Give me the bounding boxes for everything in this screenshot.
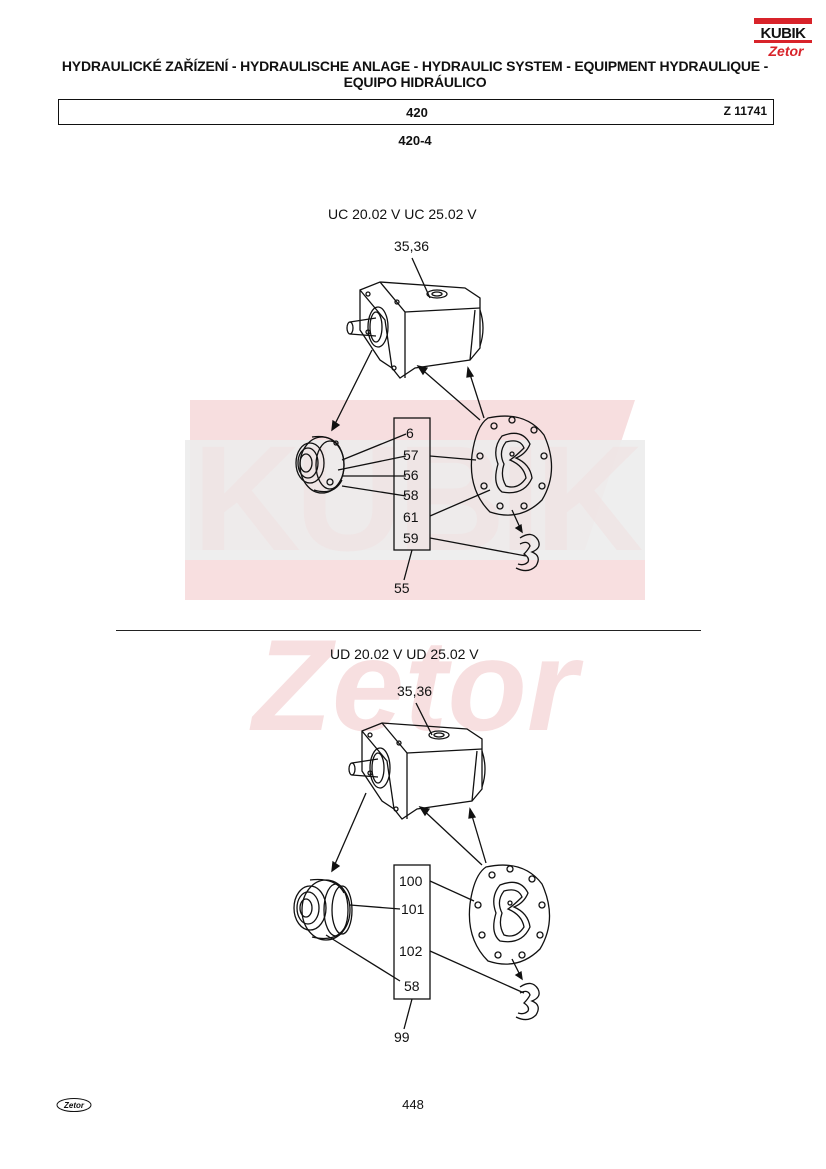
bottom-arrow-to-pump-1 bbox=[419, 806, 483, 866]
bottom-leader-101 bbox=[349, 904, 401, 910]
top-callout-56: 56 bbox=[403, 467, 419, 483]
bottom-model-title: UD 20.02 V UD 25.02 V bbox=[330, 646, 479, 662]
top-arrow-to-pump-1 bbox=[417, 365, 481, 421]
bottom-retaining-clip bbox=[515, 982, 540, 1021]
top-retaining-clip bbox=[515, 533, 540, 572]
top-arrow-to-seal bbox=[331, 349, 373, 431]
bottom-pump-shaft bbox=[348, 747, 391, 789]
bottom-leader-58 bbox=[325, 934, 401, 982]
section-code: 420-4 bbox=[398, 133, 432, 148]
bottom-arrow-to-seal bbox=[331, 792, 367, 872]
bottom-leader-102 bbox=[429, 950, 525, 994]
top-pump-shaft bbox=[346, 306, 389, 348]
top-callout-58: 58 bbox=[403, 487, 419, 503]
top-pump-body bbox=[359, 281, 484, 379]
logo-kubik-text: KUBIK bbox=[761, 25, 807, 42]
bottom-exploded-diagram bbox=[293, 702, 551, 1030]
top-pump-ref: 35,36 bbox=[394, 238, 430, 254]
catalog-code: Z 11741 bbox=[723, 104, 767, 118]
top-leader-55 bbox=[403, 549, 413, 581]
kubik-zetor-watermark: KUBIK Zetor bbox=[185, 400, 645, 758]
top-leader-6 bbox=[341, 433, 407, 461]
watermark-zetor-text: Zetor bbox=[249, 612, 584, 758]
page-number: 448 bbox=[402, 1097, 424, 1112]
group-number: 420 bbox=[406, 105, 428, 120]
watermark-kubik-text: KUBIK bbox=[193, 414, 643, 582]
top-leader-58 bbox=[341, 485, 407, 497]
top-callout-59: 59 bbox=[403, 530, 419, 546]
bottom-callout-102: 102 bbox=[399, 943, 423, 959]
top-seal-assembly bbox=[295, 435, 345, 494]
top-leader-59 bbox=[429, 537, 527, 557]
top-callout-6: 6 bbox=[406, 425, 414, 441]
top-model-title: UC 20.02 V UC 25.02 V bbox=[328, 206, 477, 222]
top-gasket-plate bbox=[470, 415, 553, 516]
bottom-leader-100 bbox=[429, 880, 475, 902]
top-leader-61 bbox=[429, 489, 491, 517]
page-header-title: HYDRAULICKÉ ZAŘÍZENÍ - HYDRAULISCHE ANLA… bbox=[30, 58, 800, 90]
bottom-leader-99 bbox=[403, 998, 413, 1030]
bottom-gasket-plate bbox=[468, 864, 551, 965]
footer-zetor-logo: Zetor bbox=[56, 1098, 92, 1112]
logo-zetor-text: Zetor bbox=[768, 43, 806, 59]
header-title-line-1: HYDRAULICKÉ ZAŘÍZENÍ - HYDRAULISCHE ANLA… bbox=[61, 58, 769, 74]
bottom-pump-body bbox=[361, 722, 486, 820]
top-exploded-diagram bbox=[295, 257, 553, 581]
kubik-zetor-logo: KUBIK Zetor bbox=[754, 18, 812, 59]
bottom-callout-100: 100 bbox=[399, 873, 423, 889]
top-leader-57 bbox=[337, 455, 477, 471]
top-callout-57: 57 bbox=[403, 447, 419, 463]
header-info-box: 420 Z 11741 bbox=[58, 99, 774, 125]
top-kit-ref: 55 bbox=[394, 580, 410, 596]
bottom-pump-leader bbox=[415, 702, 433, 736]
top-callout-61: 61 bbox=[403, 509, 419, 525]
bottom-seal-assembly bbox=[293, 878, 353, 941]
footer-zetor-logo-text: Zetor bbox=[63, 1101, 85, 1110]
bottom-kit-ref: 99 bbox=[394, 1029, 410, 1045]
bottom-callout-58: 58 bbox=[404, 978, 420, 994]
header-title-line-2: EQUIPO HIDRÁULICO bbox=[343, 74, 487, 90]
bottom-callout-101: 101 bbox=[401, 901, 425, 917]
bottom-pump-ref: 35,36 bbox=[397, 683, 433, 699]
section-divider bbox=[116, 630, 701, 631]
top-pump-leader bbox=[411, 257, 431, 299]
